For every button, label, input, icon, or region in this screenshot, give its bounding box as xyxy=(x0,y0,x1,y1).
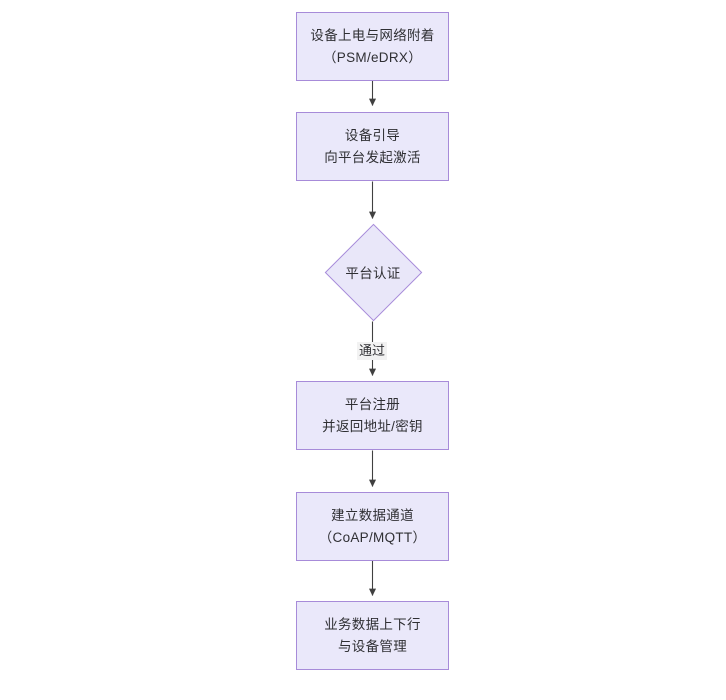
node-power-on-line2: （PSM/eDRX） xyxy=(322,49,423,65)
node-bootstrap[interactable]: 设备引导 向平台发起激活 xyxy=(296,112,449,181)
node-power-on[interactable]: 设备上电与网络附着 （PSM/eDRX） xyxy=(296,12,449,81)
node-data-channel[interactable]: 建立数据通道 （CoAP/MQTT） xyxy=(296,492,449,561)
edge-label-pass: 通过 xyxy=(357,342,388,360)
node-data-channel-line1: 建立数据通道 xyxy=(331,507,414,523)
node-bootstrap-line2: 向平台发起激活 xyxy=(324,149,421,165)
node-service-data-line2: 与设备管理 xyxy=(338,638,407,654)
node-platform-auth-label: 平台认证 xyxy=(345,266,401,281)
node-data-channel-line2: （CoAP/MQTT） xyxy=(318,529,427,545)
node-platform-auth[interactable]: 平台认证 xyxy=(324,223,422,321)
node-platform-register-line1: 平台注册 xyxy=(344,396,401,412)
node-service-data[interactable]: 业务数据上下行 与设备管理 xyxy=(296,601,449,670)
node-power-on-line1: 设备上电与网络附着 xyxy=(310,27,435,43)
node-service-data-line1: 业务数据上下行 xyxy=(324,616,421,632)
node-bootstrap-line1: 设备引导 xyxy=(344,127,401,143)
node-platform-register[interactable]: 平台注册 并返回地址/密钥 xyxy=(296,381,449,450)
node-platform-register-line2: 并返回地址/密钥 xyxy=(322,418,423,434)
